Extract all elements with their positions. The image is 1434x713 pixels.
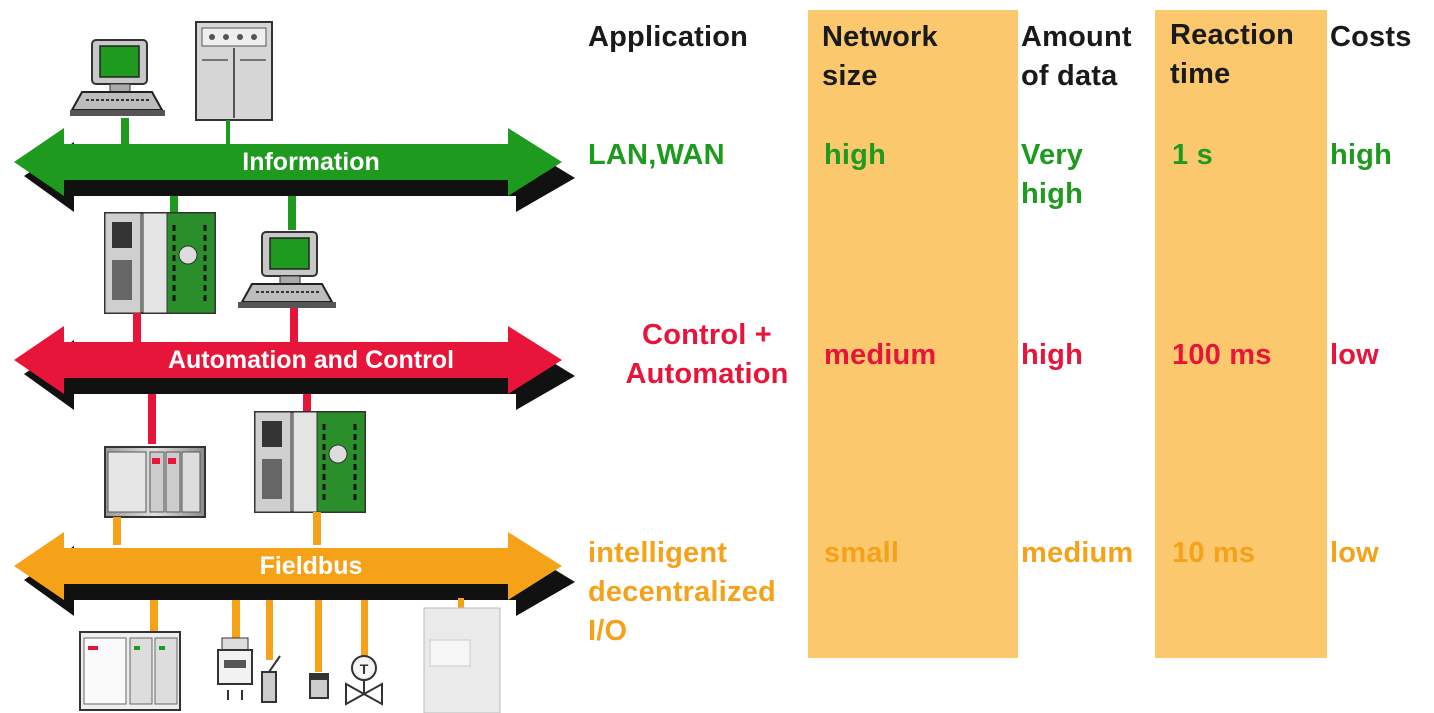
info-costs: high [1330, 139, 1393, 171]
info-network-size: high [824, 139, 887, 171]
fieldbus-costs: low [1330, 537, 1379, 569]
svg-text:T: T [360, 661, 369, 677]
info-reaction-time: 1 s [1172, 139, 1213, 171]
workstation-icon [70, 39, 165, 116]
header-reaction-time: Reaction time [1170, 19, 1295, 90]
fieldbus-application: intelligent decentralized I/O [588, 537, 776, 647]
header-costs: Costs [1330, 21, 1412, 53]
reaction-time-column-highlight [1155, 10, 1327, 658]
fieldbus [14, 532, 575, 616]
automation-application: Control + Automation [625, 319, 789, 390]
automation-costs: low [1330, 339, 1379, 371]
information-bus [14, 128, 575, 212]
io-module-icon [104, 446, 206, 518]
fieldbus-reaction-time: 10 ms [1172, 537, 1256, 569]
cabinet-icon [195, 21, 273, 121]
meter-icon [217, 637, 253, 700]
fieldbus-network-size: small [824, 537, 900, 569]
plc-icon [254, 411, 366, 513]
automation-reaction-time: 100 ms [1172, 339, 1272, 371]
network-size-column-highlight [808, 10, 1018, 658]
fieldbus-label: Fieldbus [259, 552, 363, 580]
header-amount-of-data: Amount of data [1021, 21, 1132, 92]
header-application: Application [588, 21, 749, 53]
automation-network-size: medium [824, 339, 937, 371]
valve-icon: T [345, 655, 383, 706]
sensor-icon [309, 673, 329, 699]
automation-control-bus [14, 326, 575, 410]
workstation-icon [238, 231, 336, 308]
info-application: LAN,WAN [588, 139, 725, 171]
header-network-size: Network size [822, 21, 938, 92]
plc-icon [104, 212, 216, 314]
automation-bus-label: Automation and Control [167, 346, 455, 374]
network-illustration: T [14, 21, 575, 713]
sensor-icon [261, 655, 281, 703]
info-amount-of-data: Very high [1021, 139, 1084, 210]
cabinet-icon [423, 607, 501, 713]
information-bus-label: Information [242, 148, 380, 176]
io-module-icon [79, 631, 181, 711]
fieldbus-amount-of-data: medium [1021, 537, 1134, 569]
automation-amount-of-data: high [1021, 339, 1084, 371]
